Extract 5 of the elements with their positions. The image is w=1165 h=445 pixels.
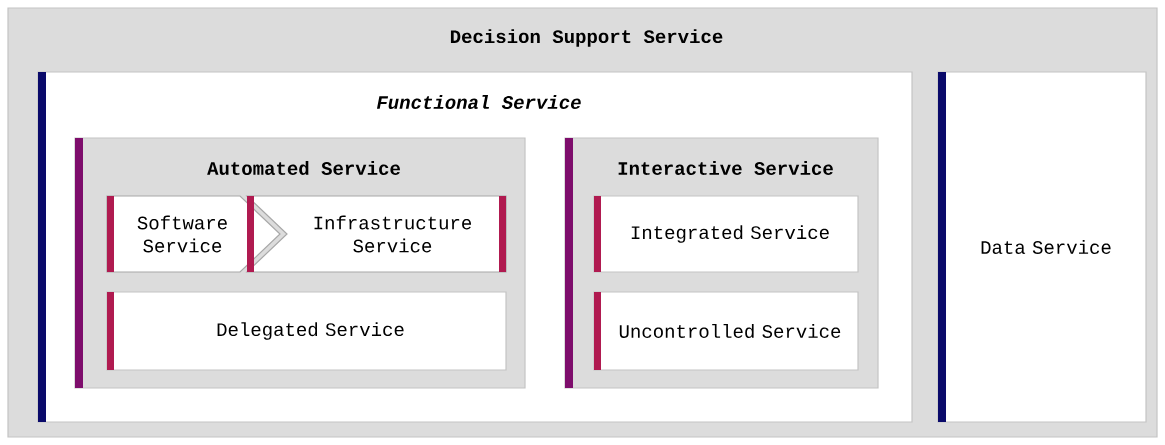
service-box: Data Service bbox=[937, 71, 1147, 423]
service-box: Integrated Service bbox=[593, 195, 859, 273]
service-box: Uncontrolled Service bbox=[593, 291, 859, 371]
service-box: Delegated Service bbox=[106, 291, 507, 371]
chevron-box: Infrastructure Service bbox=[245, 195, 507, 273]
